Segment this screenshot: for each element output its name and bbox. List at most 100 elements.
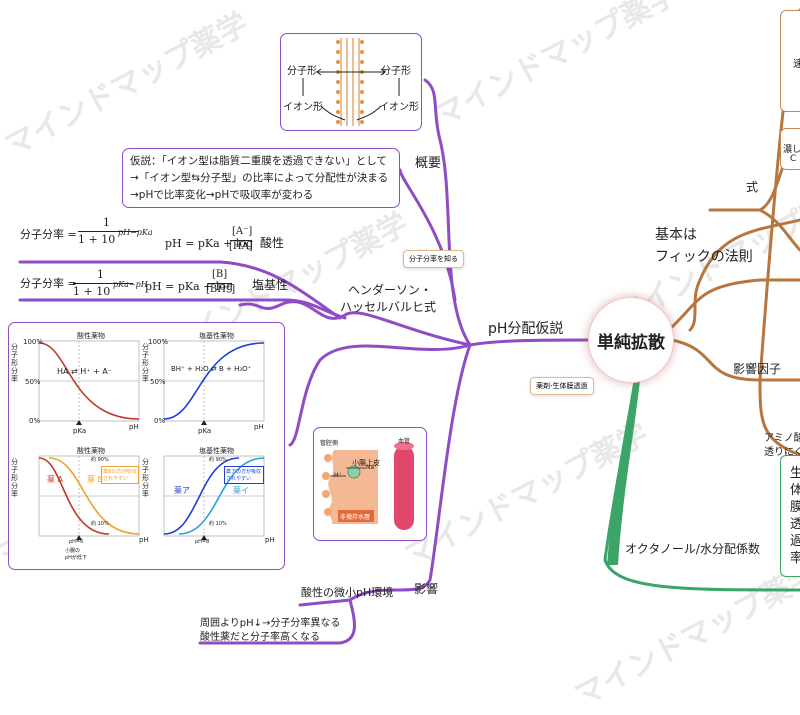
- acid-fraction-exponent: pH−pKa: [118, 228, 153, 237]
- intestine-illustration: [322, 442, 414, 530]
- conc-line-1: 濃し: [783, 145, 800, 155]
- y-tick-0-b: 0%: [154, 417, 166, 425]
- octanol-label[interactable]: オクタノール/水分配係数: [625, 542, 760, 556]
- permeability-char-6: 率: [790, 551, 800, 566]
- henderson-label-line-2[interactable]: ハッセルバルヒ式: [340, 300, 437, 314]
- formula-label[interactable]: 式: [746, 180, 759, 194]
- base-fraction-bar: [73, 283, 133, 284]
- lumen-label: 管腔側: [320, 440, 339, 447]
- drug-a2-label: 薬ア: [174, 486, 190, 495]
- hypothesis-box: 仮説：「イオン型は脂質二重膜を透過できない」として →「イオン型⇆分子型」の比率…: [122, 148, 400, 208]
- unstirred-layer-label: 非攪拌水層: [340, 514, 371, 521]
- acid-fraction-denominator: 1 + 10: [78, 233, 116, 246]
- right-top-box: [780, 10, 800, 112]
- drug-b2-curve: [178, 457, 265, 535]
- acid-absorption-note: 薬Bの方が吸収されやすい: [101, 466, 139, 484]
- permeability-char-4: 透: [790, 517, 800, 532]
- fick-line-1[interactable]: 基本は: [655, 227, 697, 243]
- acid-fraction-prefix: 分子分率 =: [20, 228, 77, 241]
- basic-label[interactable]: 塩基性: [252, 278, 289, 292]
- permeability-char-2: 体: [790, 483, 800, 498]
- drug-a-label: 薬 A: [47, 475, 64, 484]
- permeability-char-1: 生: [790, 466, 800, 481]
- henderson-note: 分子分率を知る: [403, 250, 464, 268]
- influence-label[interactable]: 影響: [414, 582, 439, 596]
- base-equation: BH⁺ + H₂O ⇄ B + H₃O⁺: [171, 365, 252, 373]
- hypothesis-line-1: 仮説：「イオン型は脂質二重膜を透過できない」として: [130, 155, 387, 167]
- acid-log-numerator: [A⁻]: [232, 226, 253, 237]
- henderson-label-line-1[interactable]: ヘンダーソン・: [348, 283, 433, 297]
- acid-curve: [38, 342, 140, 420]
- pct-top-label: 約 90%: [91, 457, 109, 463]
- drug-a-curve: [38, 457, 110, 535]
- y-axis-label-2: 分子形分率: [11, 458, 18, 498]
- membrane-illustration: [302, 38, 400, 126]
- acid-fraction-bar: [78, 231, 138, 232]
- factors-label[interactable]: 影響因子: [733, 362, 782, 376]
- small-intestine-note: 小腸の pHが低下: [65, 548, 87, 561]
- hypothesis-line-3: →pHで比率変化→pHで吸収率が変わる: [130, 189, 314, 201]
- acid-graph-title-2: 酸性薬物: [77, 447, 105, 455]
- acid-log-denominator: [HA]: [229, 241, 253, 252]
- pka-label: pKa: [73, 427, 87, 435]
- base-curve: [163, 342, 265, 420]
- acidic-label[interactable]: 酸性: [260, 236, 285, 250]
- base-graph-title-2: 塩基性薬物: [199, 447, 234, 455]
- graphs-box: 酸性薬物 塩基性薬物 酸性薬物 塩基性薬物 分子形分率 分子形分率 分子形分率 …: [8, 322, 285, 570]
- base-graph-title: 塩基性薬物: [199, 332, 234, 340]
- epithelium-label: 小腸上皮: [352, 459, 380, 467]
- base-absorption-note: 薬アの方が吸収されやすい: [224, 466, 264, 484]
- hypothesis-line-2: →「イオン型⇆分子型」の比率によって分配性が決まる: [130, 172, 389, 184]
- right-conc-box: [780, 128, 800, 170]
- y-axis-label-3: 分子形分率: [142, 343, 149, 383]
- base-fraction-exponent: pKa−pH: [113, 280, 148, 289]
- base-log-bar: [208, 283, 232, 284]
- y-tick-50-b: 50%: [150, 378, 166, 386]
- right-side-top-char: 速: [793, 59, 800, 70]
- y-axis-label: 分子形分率: [11, 343, 18, 383]
- ph-point-left: pH=6: [69, 539, 84, 545]
- permeability-char-3: 膜: [790, 500, 800, 515]
- acid-log-bar: [230, 240, 252, 241]
- base-fraction-prefix: 分子分率 =: [20, 277, 77, 290]
- pct-bottom-label: 約 10%: [91, 521, 109, 527]
- drug-b-curve: [48, 457, 140, 535]
- pct-bottom-label-b: 約 10%: [209, 521, 227, 527]
- influence-detail-1: 周囲よりpH↓→分子分率異なる: [200, 618, 341, 629]
- microclimate-label[interactable]: 酸性の微小pH環境: [301, 586, 394, 599]
- acid-fraction-numerator: 1: [103, 216, 110, 229]
- y-axis-label-4: 分子形分率: [142, 458, 149, 498]
- membrane-label-ion-right: イオン形: [379, 102, 419, 113]
- x-label-ph-d: pH: [265, 536, 275, 544]
- amino-line-2: 透りにく: [764, 447, 800, 458]
- h-label: H⁺: [334, 472, 342, 479]
- drug-b-label: 薬 B: [87, 475, 104, 484]
- y-tick-50: 50%: [25, 378, 41, 386]
- base-log-denominator: [BH⁺]: [206, 284, 236, 295]
- x-label-ph-c: pH: [139, 536, 149, 544]
- amino-line-1: アミノ酸: [764, 433, 800, 444]
- graphs-svg: [38, 340, 265, 540]
- membrane-label-molecular-right: 分子形: [381, 66, 411, 77]
- permeability-char-5: 過: [790, 534, 800, 549]
- acid-graph-title: 酸性薬物: [77, 332, 105, 340]
- x-label-ph: pH: [129, 423, 139, 431]
- overview-label[interactable]: 概要: [415, 156, 442, 171]
- intestine-diagram: 管腔側 小腸上皮 血管 Na⁺ H⁺ 非攪拌水層: [313, 427, 427, 541]
- ph-hypothesis-label[interactable]: pH分配仮説: [488, 321, 564, 337]
- membrane-label-ion-left: イオン形: [283, 102, 323, 113]
- base-log-numerator: [B]: [212, 269, 228, 280]
- blood-vessel-label: 血管: [398, 438, 411, 445]
- drug-a2-curve: [163, 457, 240, 535]
- y-tick-100-b: 100%: [148, 338, 169, 346]
- y-tick-100: 100%: [23, 338, 44, 346]
- acid-equation: HA ⇄ H⁺ + A⁻: [57, 367, 112, 376]
- base-fraction-numerator: 1: [97, 268, 104, 281]
- fick-line-2[interactable]: フィックの法則: [655, 249, 753, 265]
- na-label: Na⁺: [366, 464, 378, 471]
- central-topic[interactable]: 単純拡散: [588, 297, 674, 383]
- y-tick-0: 0%: [29, 417, 41, 425]
- base-fraction-denominator: 1 + 10: [73, 285, 111, 298]
- membrane-diagram: 分子形 分子形 イオン形 イオン形: [280, 33, 422, 131]
